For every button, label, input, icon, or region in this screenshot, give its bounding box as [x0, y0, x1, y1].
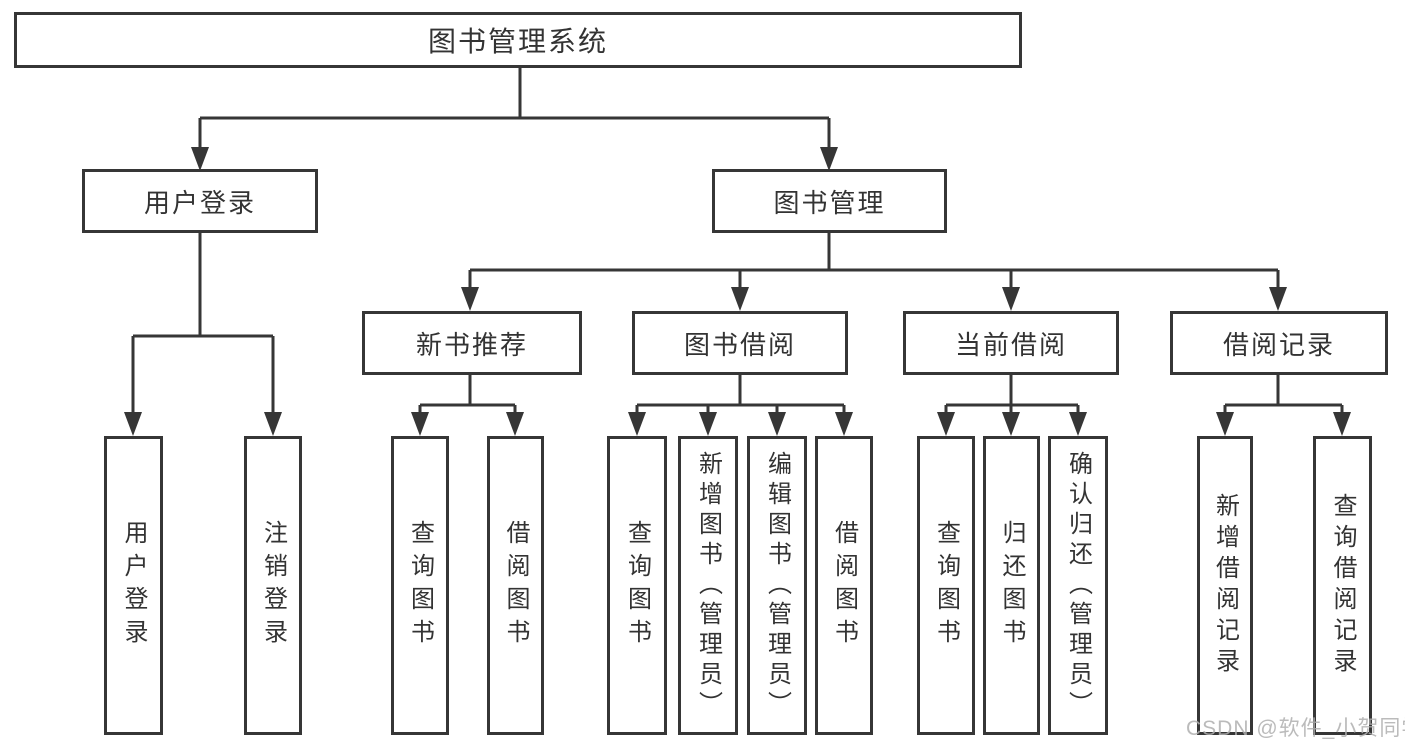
leaf-query-books-borrow: 查询图书: [607, 436, 667, 735]
leaf-logout: 注销登录: [244, 436, 302, 735]
leaf-query-books-current: 查询图书: [917, 436, 975, 735]
edge-current-borrow-children: [937, 375, 1087, 436]
node-current-borrow: 当前借阅: [903, 311, 1119, 375]
leaf-add-books-admin: 新增图书（管理员）: [678, 436, 738, 735]
leaf-query-books-recommend: 查询图书: [391, 436, 449, 735]
edge-root-to-level2: [191, 68, 838, 171]
node-root-system: 图书管理系统: [14, 12, 1022, 68]
node-book-borrow: 图书借阅: [632, 311, 848, 375]
node-book-management: 图书管理: [712, 169, 947, 233]
node-user-login: 用户登录: [82, 169, 318, 233]
leaf-add-borrow-record: 新增借阅记录: [1197, 436, 1253, 735]
edge-book-management-children: [461, 233, 1287, 311]
leaf-return-books: 归还图书: [983, 436, 1040, 735]
edge-book-borrow-children: [628, 375, 853, 436]
leaf-edit-books-admin: 编辑图书（管理员）: [747, 436, 807, 735]
leaf-user-login: 用户登录: [104, 436, 163, 735]
leaf-confirm-return-admin: 确认归还（管理员）: [1048, 436, 1108, 735]
node-borrow-records: 借阅记录: [1170, 311, 1388, 375]
leaf-query-borrow-record: 查询借阅记录: [1313, 436, 1372, 735]
node-new-book-recommend: 新书推荐: [362, 311, 582, 375]
edge-user-login-children: [124, 233, 282, 436]
leaf-borrow-books: 借阅图书: [815, 436, 873, 735]
leaf-borrow-books-recommend: 借阅图书: [487, 436, 544, 735]
edge-borrow-records-children: [1216, 375, 1351, 436]
csdn-watermark: CSDN @软件_小贺同学: [1186, 717, 1405, 740]
edge-new-book-recommend-children: [411, 375, 524, 436]
